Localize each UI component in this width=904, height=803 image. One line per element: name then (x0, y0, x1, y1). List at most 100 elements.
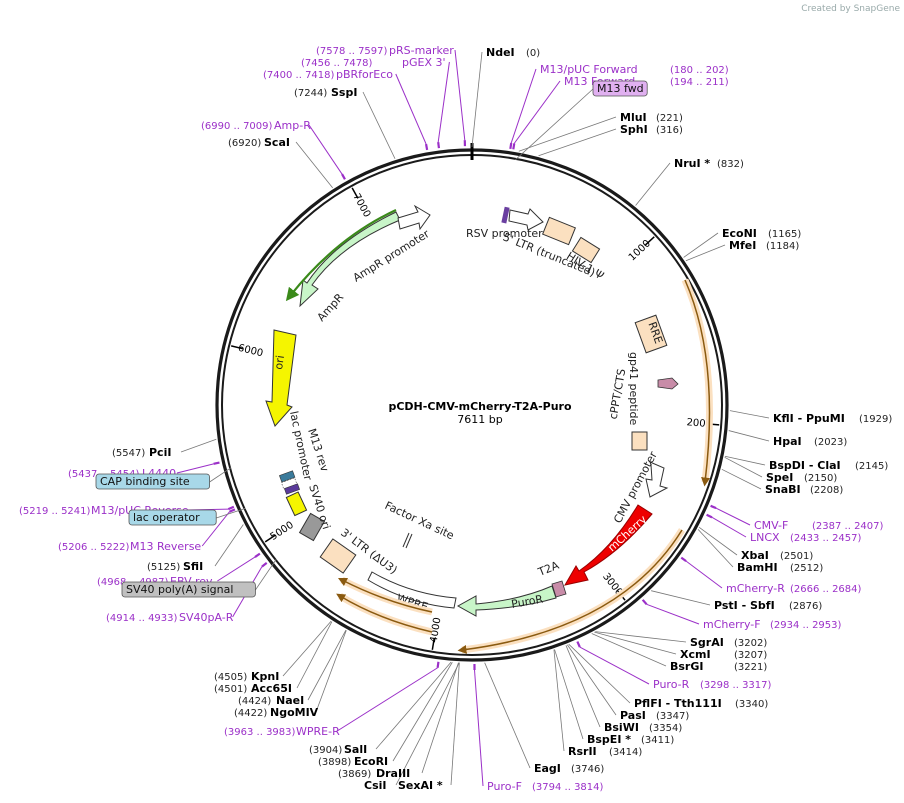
site-bspei-[interactable]: BspEI * (587, 733, 631, 746)
site-kfli-ppumi[interactable]: KflI - PpuMI (773, 412, 845, 425)
primer-puro-r[interactable]: Puro-R (653, 678, 690, 691)
site-eagi[interactable]: EagI (534, 762, 561, 775)
boxed-feature-label: M13 fwd (597, 82, 644, 95)
primer-mcherry-r[interactable]: mCherry-R (726, 582, 785, 595)
site-hpai[interactable]: HpaI (773, 435, 802, 448)
site-ndei[interactable]: NdeI (486, 46, 515, 59)
lac-operator-mark (284, 483, 300, 495)
cppt-box[interactable] (631, 431, 648, 451)
rsv-promoter-arrow[interactable] (508, 208, 544, 231)
site-econi[interactable]: EcoNI (722, 227, 757, 240)
site-mfei[interactable]: MfeI (729, 239, 756, 252)
site-mlui[interactable]: MluI (620, 111, 647, 124)
rre-box[interactable] (634, 314, 668, 354)
site-acc65i[interactable]: Acc65I (251, 682, 292, 695)
feature-puror: PuroR (510, 593, 544, 611)
puror-arrow[interactable] (456, 585, 557, 617)
hiv-psi-box[interactable] (571, 236, 601, 264)
site-position: (2876) (789, 601, 822, 612)
ori-small-box[interactable] (285, 491, 308, 517)
site-xbai[interactable]: XbaI (741, 549, 769, 562)
primer-amp-r[interactable]: Amp-R (274, 119, 311, 132)
site-sgrai[interactable]: SgrAI (690, 636, 724, 649)
site-bsrgi[interactable]: BsrGI (670, 660, 703, 673)
primer-range: (6990 .. 7009) (201, 121, 273, 132)
primer-m13-reverse[interactable]: M13 Reverse (130, 540, 201, 553)
site-psti-sbfi[interactable]: PstI - SbfI (714, 599, 775, 612)
primer-puro-f[interactable]: Puro-F (487, 780, 522, 793)
site-rsrii[interactable]: RsrII (568, 745, 597, 758)
site-sali[interactable]: SalI (344, 743, 367, 756)
site-leader (724, 455, 766, 466)
site-leader (565, 645, 601, 728)
cap-site-mark (279, 470, 296, 483)
site-sspi[interactable]: SspI (331, 86, 357, 99)
boxed-feature-cap-binding-site[interactable] (95, 473, 210, 490)
primer-mark (261, 562, 268, 568)
feature-gp41: gp41 peptide (627, 352, 640, 426)
site-spei[interactable]: SpeI (766, 471, 793, 484)
primer-range: (3963 .. 3983) (224, 727, 296, 738)
major-tick (644, 236, 655, 246)
site-position: (4422) (234, 708, 267, 719)
site-csii[interactable]: CsiI (364, 779, 386, 792)
boxed-feature-lac-operator[interactable] (128, 509, 217, 526)
primer-range: (2387 .. 2407) (812, 521, 884, 532)
wpre-arrow[interactable] (367, 571, 457, 609)
site-xcmi[interactable]: XcmI (680, 648, 711, 661)
leader-lines (176, 49, 770, 787)
primer-mcherry-f[interactable]: mCherry-F (703, 618, 761, 631)
site-snabi[interactable]: SnaBI (765, 483, 801, 496)
site-bspdi-clai[interactable]: BspDI - ClaI (769, 459, 841, 472)
primer-m13-puc-forward[interactable]: M13/pUC Forward (540, 63, 638, 76)
feature-ori: ori (272, 354, 287, 370)
site-sexai-[interactable]: SexAI * (398, 779, 443, 792)
orf-right (684, 279, 711, 487)
site-leader (180, 438, 217, 453)
site-leader (728, 430, 770, 442)
site-leader (392, 662, 453, 762)
boxed-feature-m13-fwd[interactable] (592, 80, 648, 97)
site-position: (3347) (656, 711, 689, 722)
primer-pbrforeco[interactable]: pBRforEco (336, 68, 393, 81)
site-pcii[interactable]: PciI (149, 446, 171, 459)
site-kpni[interactable]: KpnI (251, 670, 279, 683)
site-sphi[interactable]: SphI (620, 123, 648, 136)
boxed-feature-sv40-poly-a-signal[interactable] (121, 581, 256, 598)
site-draiii[interactable]: DraIII (376, 767, 410, 780)
ltr5-box[interactable] (541, 216, 577, 246)
site-ecori[interactable]: EcoRI (354, 755, 388, 768)
site-position: (3354) (649, 723, 682, 734)
ori-arrow[interactable] (265, 329, 297, 427)
primer-mark (710, 504, 717, 510)
site-position: (2145) (855, 461, 888, 472)
ampr-promoter-arrow[interactable] (397, 204, 431, 231)
gp41-arrow[interactable] (657, 377, 679, 390)
site-position: (832) (717, 159, 744, 170)
sv40-ori-box[interactable] (298, 512, 326, 542)
site-position: (1165) (768, 229, 801, 240)
site-pflfi-tth111i[interactable]: PflFI - Tth111I (634, 697, 722, 710)
box-leader (216, 507, 246, 519)
site-naei[interactable]: NaeI (276, 694, 304, 707)
site-nrui-[interactable]: NruI * (674, 157, 710, 170)
primer-pgex-3-[interactable]: pGEX 3' (402, 56, 446, 69)
site-bsiwi[interactable]: BsiWI (604, 721, 639, 734)
primer-sv40pa-r[interactable]: SV40pA-R (179, 611, 234, 624)
site-leader (685, 244, 726, 262)
site-leader (591, 633, 667, 667)
primer-wpre-r[interactable]: WPRE-R (296, 725, 340, 738)
primer-prs-marker[interactable]: pRS-marker (389, 44, 454, 57)
site-ngomiv[interactable]: NgoMIV (270, 706, 319, 719)
primer-cmv-f[interactable]: CMV-F (754, 519, 788, 532)
site-scai[interactable]: ScaI (264, 136, 290, 149)
ltr3-box[interactable] (319, 538, 357, 574)
primer-lncx[interactable]: LNCX (750, 531, 780, 544)
site-pasi[interactable]: PasI (620, 709, 646, 722)
site-sfii[interactable]: SfiI (183, 560, 203, 573)
mcherry-arrow[interactable] (564, 504, 653, 586)
cmv-promoter-arrow[interactable] (645, 461, 669, 498)
primer-range: (4914 .. 4933) (106, 613, 178, 624)
ampr-arrow[interactable] (299, 211, 401, 308)
site-bamhi[interactable]: BamHI (737, 561, 778, 574)
